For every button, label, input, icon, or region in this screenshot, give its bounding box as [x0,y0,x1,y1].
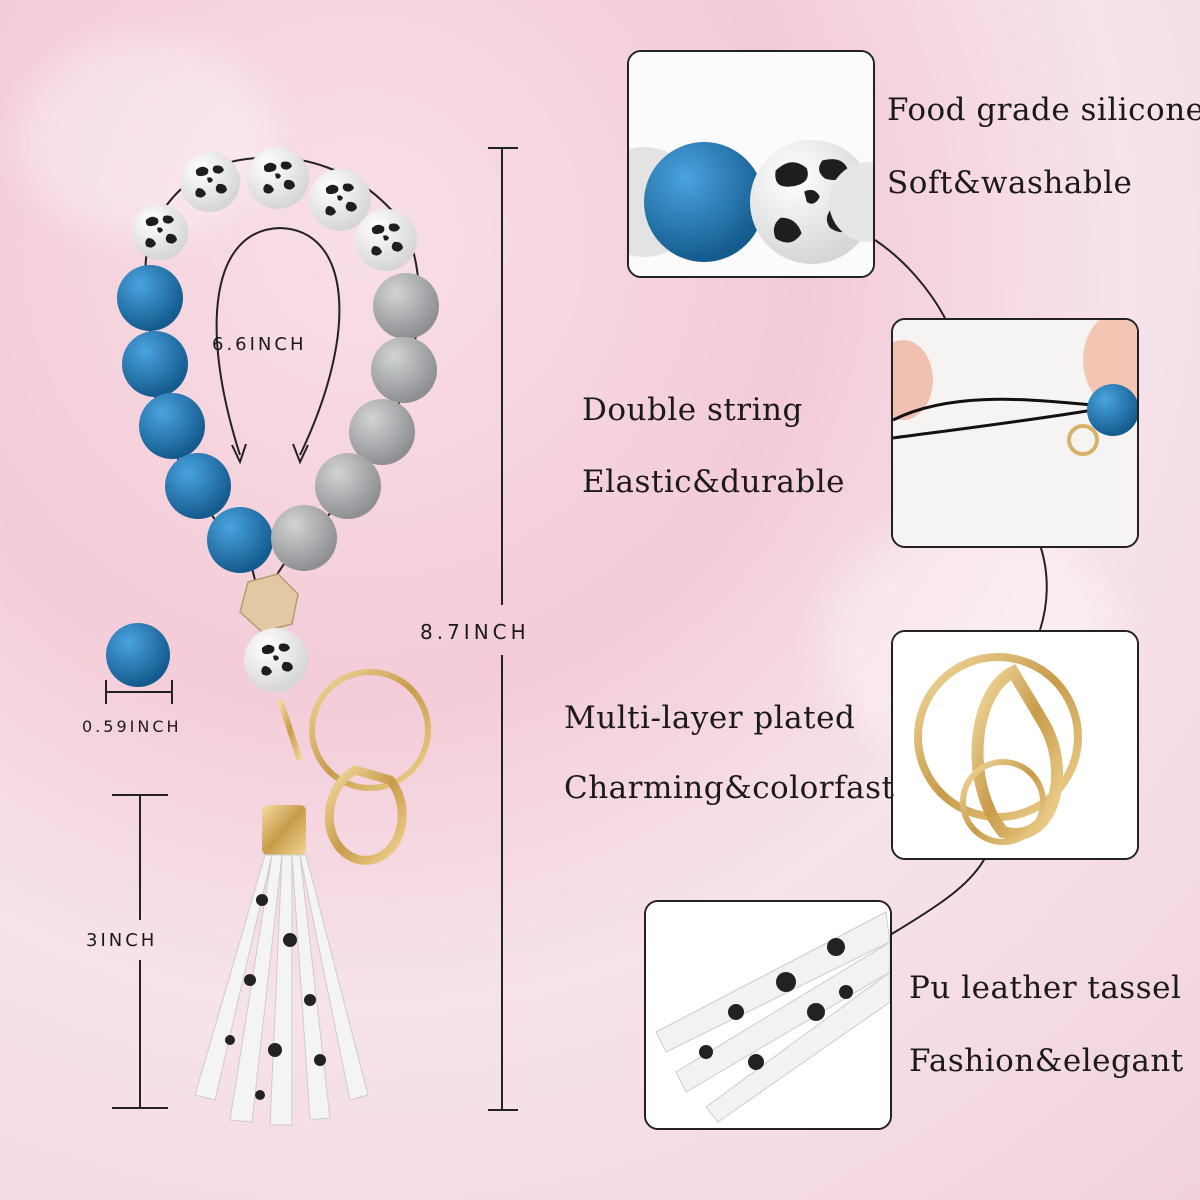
cow-bead [180,152,240,212]
bead-size-label: 0.59INCH [82,717,182,736]
grey-bead [271,505,337,571]
blue-bead [139,393,205,459]
circumference-label: 6.6INCH [212,334,307,355]
feature-subtitle: Soft&washable [887,165,1133,201]
cow-bead [247,147,309,209]
connector-line [1039,544,1048,631]
tassel-strands [194,854,369,1126]
grey-bead [349,399,415,465]
blue-bead [122,331,188,397]
cow-bead [355,209,417,271]
single-blue-bead [106,623,170,687]
circumference-arc [215,226,341,456]
feature-subtitle: Fashion&elegant [909,1043,1184,1079]
silicone-bead-photo [627,50,875,278]
gold-clasp [324,765,407,865]
gold-keyring [309,669,431,791]
tassel-photo [644,900,892,1130]
feature-subtitle: Charming&colorfast [564,770,895,806]
connector-line [889,857,986,936]
grey-bead [373,273,439,339]
grey-bead [371,337,437,403]
connector-line [874,239,946,319]
feature-title: Multi-layer plated [564,700,856,736]
grey-bead [315,453,381,519]
blue-bead [165,453,231,519]
cow-bead [309,169,371,231]
double-string-photo [891,318,1139,548]
gold-ring-photo [891,630,1139,860]
length-label: 8.7INCH [420,620,530,644]
gold-chain [277,699,303,761]
blue-bead [207,507,273,573]
feature-title: Pu leather tassel [909,970,1182,1006]
cow-bead [132,204,188,260]
feature-title: Food grade silicone [887,92,1200,128]
tassel-length-label: 3INCH [86,930,158,951]
arrow-down-icon [231,443,247,465]
wooden-bead [239,573,299,633]
tassel-cap [262,805,306,855]
blue-bead [117,265,183,331]
feature-subtitle: Elastic&durable [582,464,845,500]
arrow-down-icon [292,443,309,465]
feature-title: Double string [582,392,803,428]
cow-bead [244,628,308,692]
